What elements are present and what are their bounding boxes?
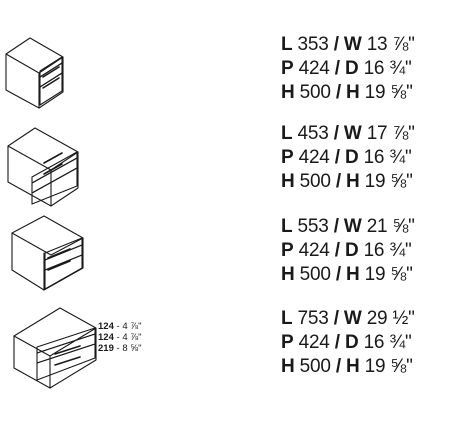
spec-width-line: L 753 / W 29 ½" <box>281 307 415 331</box>
separator: / <box>330 264 346 285</box>
label-H-inch: H <box>345 82 360 103</box>
value-P: 424 <box>298 240 330 261</box>
spec-width-line: L 553 / W 21 ⅝" <box>281 215 415 239</box>
callout-inch: 4 ⅞" <box>122 332 142 343</box>
callout-sep: - <box>113 321 123 332</box>
label-W: W <box>343 308 362 329</box>
label-W: W <box>343 123 362 144</box>
label-H: H <box>281 171 295 192</box>
callout-inch: 8 ⅝" <box>122 343 142 354</box>
spec-block-453: L 453 / W 17 ⅞" P 424 / D 16 ¾" H 500 / … <box>281 122 415 194</box>
label-L: L <box>281 34 293 55</box>
spec-depth-line: P 424 / D 16 ¾" <box>281 331 415 355</box>
label-H-inch: H <box>345 171 360 192</box>
label-W: W <box>343 34 362 55</box>
chest-453-drawing <box>7 127 79 207</box>
label-H: H <box>281 356 295 377</box>
spec-block-753: L 753 / W 29 ½" P 424 / D 16 ¾" H 500 / … <box>281 307 415 379</box>
value-H-inch: 19 ⅝" <box>364 264 413 285</box>
separator: / <box>328 34 344 55</box>
value-D: 16 ¾" <box>363 58 412 79</box>
label-P: P <box>281 332 294 353</box>
separator: / <box>329 58 345 79</box>
value-W: 29 ½" <box>366 308 415 329</box>
separator: / <box>329 240 345 261</box>
spec-width-line: L 453 / W 17 ⅞" <box>281 122 415 146</box>
value-H-inch: 19 ⅝" <box>364 82 413 103</box>
separator: / <box>330 82 346 103</box>
chest-553-drawing <box>11 215 84 291</box>
spec-height-line: H 500 / H 19 ⅝" <box>281 81 415 105</box>
value-W: 21 ⅝" <box>366 216 415 237</box>
value-H: 500 <box>299 356 331 377</box>
separator: / <box>328 123 344 144</box>
value-L: 353 <box>297 34 329 55</box>
separator: / <box>329 332 345 353</box>
value-L: 753 <box>297 308 329 329</box>
chest-353-drawing <box>5 37 64 109</box>
value-D: 16 ¾" <box>363 332 412 353</box>
label-L: L <box>281 123 293 144</box>
value-W: 17 ⅞" <box>366 123 415 144</box>
label-P: P <box>281 240 294 261</box>
drawer-callout-3: 219 - 8 ⅝" <box>98 343 142 354</box>
spec-width-line: L 353 / W 13 ⅞" <box>281 33 415 57</box>
drawer-callout-2: 124 - 4 ⅞" <box>98 332 142 343</box>
label-D: D <box>344 58 359 79</box>
spec-block-553: L 553 / W 21 ⅝" P 424 / D 16 ¾" H 500 / … <box>281 215 415 287</box>
label-D: D <box>344 240 359 261</box>
drawer-callouts: 124 - 4 ⅞" 124 - 4 ⅞" 219 - 8 ⅝" <box>98 321 142 354</box>
value-W: 13 ⅞" <box>366 34 415 55</box>
label-H: H <box>281 264 295 285</box>
value-L: 453 <box>297 123 329 144</box>
label-D: D <box>344 332 359 353</box>
separator: / <box>328 308 344 329</box>
value-D: 16 ¾" <box>363 240 412 261</box>
label-H: H <box>281 82 295 103</box>
label-W: W <box>343 216 362 237</box>
value-H-inch: 19 ⅝" <box>364 171 413 192</box>
label-P: P <box>281 58 294 79</box>
callout-mm: 124 <box>98 332 114 343</box>
label-P: P <box>281 147 294 168</box>
value-P: 424 <box>298 58 330 79</box>
callout-mm: 219 <box>98 343 114 354</box>
value-H-inch: 19 ⅝" <box>364 356 413 377</box>
value-D: 16 ¾" <box>363 147 412 168</box>
label-L: L <box>281 216 293 237</box>
value-L: 553 <box>297 216 329 237</box>
separator: / <box>329 147 345 168</box>
separator: / <box>330 171 346 192</box>
callout-inch: 4 ⅞" <box>122 321 142 332</box>
callout-sep: - <box>113 343 123 354</box>
drawer-callout-1: 124 - 4 ⅞" <box>98 321 142 332</box>
value-P: 424 <box>298 147 330 168</box>
label-H-inch: H <box>345 264 360 285</box>
spec-depth-line: P 424 / D 16 ¾" <box>281 146 415 170</box>
spec-height-line: H 500 / H 19 ⅝" <box>281 170 415 194</box>
value-P: 424 <box>298 332 330 353</box>
value-H: 500 <box>299 82 331 103</box>
spec-depth-line: P 424 / D 16 ¾" <box>281 239 415 263</box>
spec-height-line: H 500 / H 19 ⅝" <box>281 263 415 287</box>
label-H-inch: H <box>345 356 360 377</box>
label-D: D <box>344 147 359 168</box>
callout-sep: - <box>113 332 123 343</box>
value-H: 500 <box>299 171 331 192</box>
spec-block-353: L 353 / W 13 ⅞" P 424 / D 16 ¾" H 500 / … <box>281 33 415 105</box>
label-L: L <box>281 308 293 329</box>
spec-depth-line: P 424 / D 16 ¾" <box>281 57 415 81</box>
chest-753-drawing <box>13 307 97 389</box>
callout-mm: 124 <box>98 321 114 332</box>
separator: / <box>330 356 346 377</box>
spec-height-line: H 500 / H 19 ⅝" <box>281 355 415 379</box>
value-H: 500 <box>299 264 331 285</box>
separator: / <box>328 216 344 237</box>
